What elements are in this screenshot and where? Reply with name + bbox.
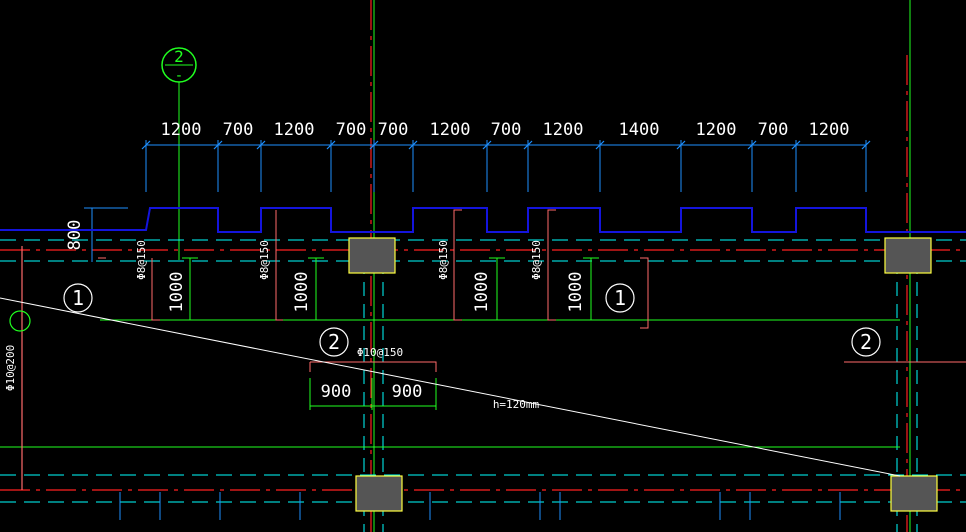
section-marker-label: 2 [328, 330, 340, 354]
dimension-tick [408, 140, 418, 150]
dimension-tick [676, 140, 686, 150]
length-label-1: 1000 [167, 272, 187, 313]
top-dim-5: 700 [378, 120, 409, 140]
column [884, 237, 932, 274]
rebar-label-phi8-a: Φ8@150 [135, 240, 148, 280]
section-marker-2-mid[interactable]: 2 [319, 327, 349, 357]
middle-dim-2: 900 [392, 382, 423, 402]
length-label-2: 1000 [292, 272, 312, 313]
axis-circle-left [9, 310, 31, 332]
dimension-tick [747, 140, 757, 150]
top-dimension-labels: 1200 700 1200 700 700 1200 700 1200 1400… [161, 120, 850, 140]
axis-bubble[interactable]: 2 - [161, 47, 197, 84]
rebar-label-phi8-b: Φ8@150 [258, 240, 271, 280]
section-marker-circle [851, 327, 881, 357]
dimension-tick [369, 140, 379, 150]
section-marker-label: 2 [860, 330, 872, 354]
rebar-marker [453, 209, 462, 321]
section-marker-label: 1 [72, 286, 84, 310]
dimension-tick [141, 140, 151, 150]
rebar-marker [640, 257, 649, 329]
top-dim-9: 1400 [619, 120, 660, 140]
dimension-tick [213, 140, 223, 150]
middle-dim-1: 900 [321, 382, 352, 402]
top-dim-2: 700 [223, 120, 254, 140]
dimension-tick [861, 140, 871, 150]
length-label-3: 1000 [472, 272, 492, 313]
top-dim-3: 1200 [274, 120, 315, 140]
rebar-marker [310, 361, 437, 372]
column [348, 237, 396, 274]
dimension-tick [523, 140, 533, 150]
axis-bubble-sub: - [175, 68, 183, 84]
axis-bubble-circle [161, 47, 197, 83]
section-marker-circle [605, 283, 635, 313]
beam-outline [0, 207, 966, 233]
dimension-tick [482, 140, 492, 150]
rebar-label-phi10-left: Φ10@200 [4, 345, 17, 391]
rebar-label-phi10-mid: Φ10@150 [357, 346, 403, 359]
section-marker-1-right[interactable]: 1 [605, 283, 635, 313]
rebar-marker [275, 210, 283, 321]
dimension-tick [256, 140, 266, 150]
top-dim-4: 700 [336, 120, 367, 140]
top-dim-12: 1200 [809, 120, 850, 140]
section-marker-label: 1 [614, 286, 626, 310]
column [355, 475, 403, 512]
top-dim-7: 700 [491, 120, 522, 140]
top-dim-11: 700 [758, 120, 789, 140]
top-dim-10: 1200 [696, 120, 737, 140]
dimension-tick [791, 140, 801, 150]
rebar-label-phi8-c: Φ8@150 [437, 240, 450, 280]
section-marker-circle [63, 283, 93, 313]
dimension-tick [326, 140, 336, 150]
rebar-marker [547, 209, 556, 321]
section-marker-1-left[interactable]: 1 [63, 283, 93, 313]
slab-thickness-label: h=120mm [493, 398, 540, 411]
rebar-marker [151, 258, 160, 321]
rebar-label-phi8-d: Φ8@150 [530, 240, 543, 280]
slab-diagonal-line [0, 297, 901, 477]
top-dim-1: 1200 [161, 120, 202, 140]
column [890, 475, 938, 512]
top-dim-8: 1200 [543, 120, 584, 140]
axis-bubble-label: 2 [174, 47, 184, 66]
dimension-tick [595, 140, 605, 150]
section-marker-circle [319, 327, 349, 357]
vertical-dimension-800: 800 [65, 220, 85, 251]
section-marker-2-right[interactable]: 2 [851, 327, 881, 357]
length-label-4: 1000 [566, 272, 586, 313]
top-dim-6: 1200 [430, 120, 471, 140]
